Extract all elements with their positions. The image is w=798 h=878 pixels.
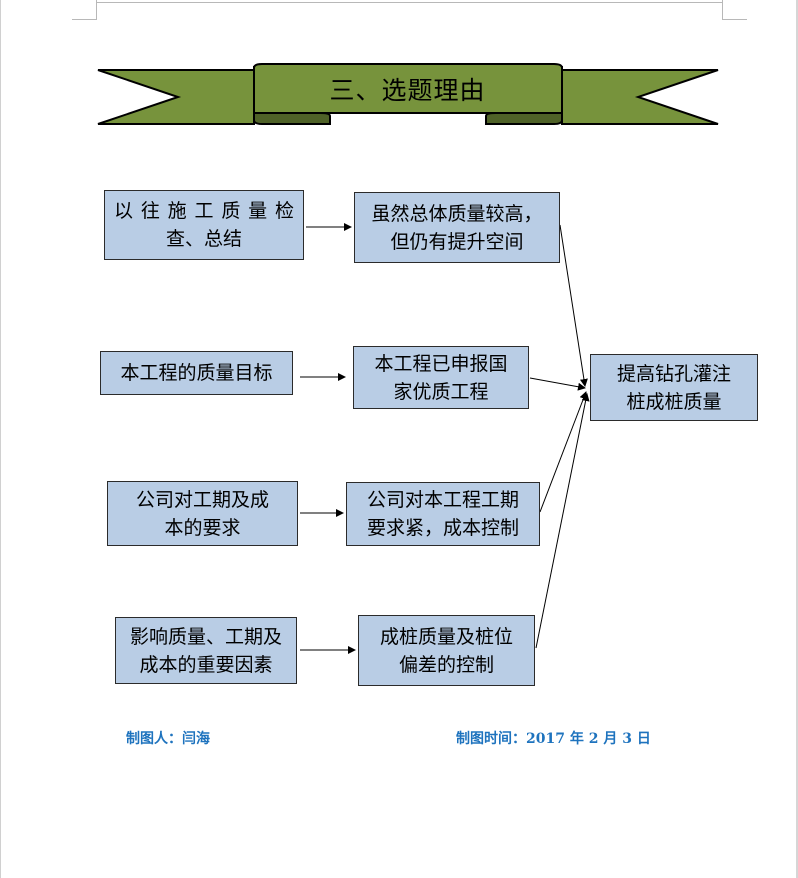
- reason-box-quality-goal: 本工程的质量目标: [100, 351, 293, 395]
- margin-marker-top-left: [96, 0, 97, 20]
- box-line: 成桩质量及桩位: [379, 625, 513, 648]
- box-line: 偏差的控制: [398, 653, 494, 676]
- box-line: 桩成桩质量: [626, 390, 722, 413]
- arrow-to-target-1: [559, 224, 588, 387]
- footer-author: 制图人：闫海: [126, 731, 210, 747]
- ribbon-banner: [97, 63, 719, 125]
- page-edge-left: [0, 0, 1, 878]
- margin-marker-top-left-h: [72, 19, 97, 20]
- margin-marker-top-right-h: [722, 19, 747, 20]
- target-box-pile-quality: 提高钻孔灌注 桩成桩质量: [590, 354, 758, 421]
- reason-box-past-inspection: 以 往 施 工 质 量 检 查、总结: [104, 190, 304, 260]
- box-line: 提高钻孔灌注: [616, 362, 731, 385]
- box-line: 查、总结: [165, 228, 242, 250]
- page-edge-right: [796, 0, 798, 878]
- box-line: 公司对工期及成: [135, 488, 269, 511]
- finding-box-room-to-improve: 虽然总体质量较高， 但仍有提升空间: [354, 192, 560, 263]
- box-line: 公司对本工程工期: [366, 489, 519, 511]
- box-line: 虽然总体质量较高，: [371, 202, 543, 225]
- finding-box-national-award: 本工程已申报国 家优质工程: [353, 346, 529, 409]
- box-line: 本工程已申报国: [374, 352, 508, 375]
- box-line: 但仍有提升空间: [390, 230, 524, 253]
- box-line: 影响质量、工期及: [129, 625, 282, 648]
- box-line: 本工程的质量目标: [120, 362, 273, 384]
- reason-box-key-factors: 影响质量、工期及 成本的重要因素: [115, 617, 297, 684]
- header-top-line: [96, 2, 723, 3]
- arrow-to-target-4: [535, 393, 590, 649]
- box-line: 家优质工程: [393, 380, 489, 403]
- ribbon-left-tail: [97, 69, 255, 125]
- footer-date: 制图时间：2017 年 2 月 3 日: [456, 731, 651, 747]
- finding-box-tight-schedule: 公司对本工程工期 要求紧，成本控制: [346, 482, 540, 546]
- arrow-to-target-2: [529, 377, 586, 391]
- reason-box-company-requirement: 公司对工期及成 本的要求: [107, 481, 298, 546]
- box-line: 以 往 施 工 质 量 检: [114, 200, 294, 222]
- box-line: 要求紧，成本控制: [366, 517, 519, 539]
- box-line: 本的要求: [164, 516, 241, 539]
- margin-marker-top-right: [722, 0, 723, 20]
- finding-box-pile-deviation: 成桩质量及桩位 偏差的控制: [358, 615, 535, 686]
- ribbon-right-tail: [561, 69, 719, 125]
- box-line: 成本的重要因素: [139, 653, 273, 676]
- banner-title: 三、选题理由: [329, 76, 486, 105]
- arrow-to-target-3: [539, 391, 588, 513]
